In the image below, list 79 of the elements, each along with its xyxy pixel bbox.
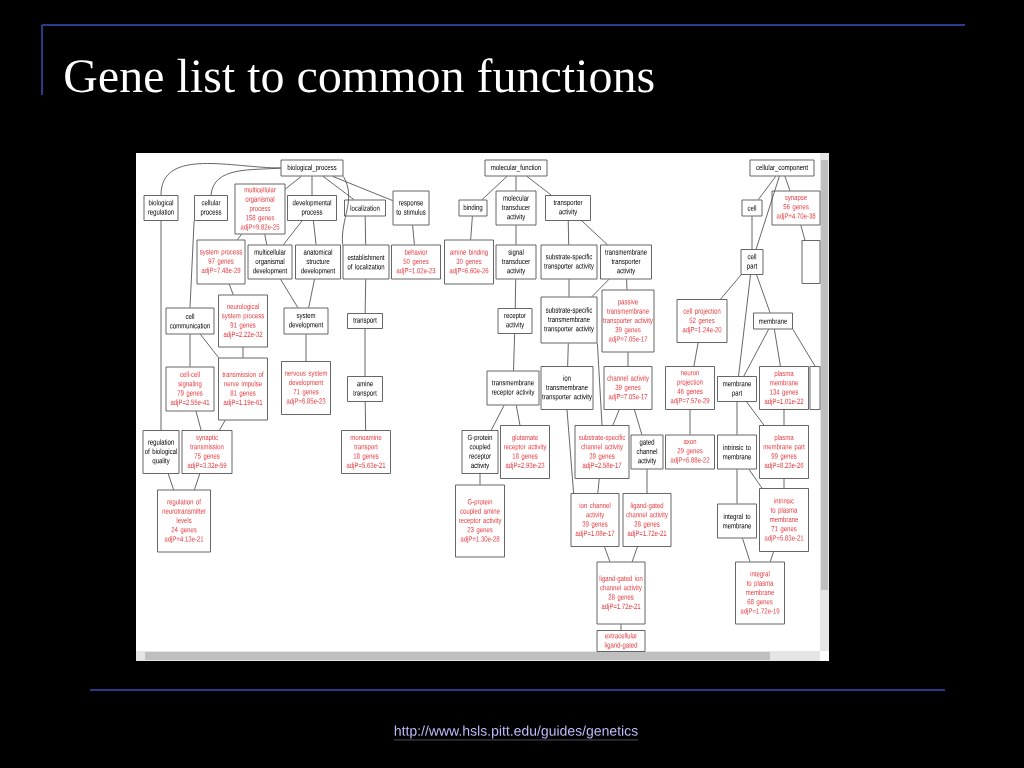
connector-line xyxy=(200,334,219,358)
connector-line xyxy=(194,473,201,490)
connector-line xyxy=(311,176,313,196)
connector-line xyxy=(626,279,628,290)
connector-line xyxy=(264,234,268,245)
connector-line xyxy=(526,176,552,196)
connector-line xyxy=(364,279,367,314)
connector-line xyxy=(689,409,691,435)
connector-line xyxy=(313,220,317,245)
connector-line xyxy=(332,176,393,201)
connector-line xyxy=(755,176,780,250)
connector-line xyxy=(736,469,738,504)
connector-line xyxy=(566,409,574,494)
connector-line xyxy=(567,343,569,367)
connector-line xyxy=(514,279,517,309)
term-box xyxy=(809,366,821,410)
connector-line xyxy=(342,176,349,245)
term-box xyxy=(801,240,821,284)
connector-line xyxy=(746,401,765,426)
connector-line xyxy=(167,473,174,490)
connector-line xyxy=(285,176,302,190)
connector-line xyxy=(160,220,162,431)
connector-line xyxy=(195,411,202,431)
connector-line xyxy=(210,167,281,196)
connector-line xyxy=(627,352,629,367)
connector-line xyxy=(597,343,603,426)
connector-line xyxy=(748,469,763,489)
connector-line xyxy=(567,220,570,245)
connector-line xyxy=(322,176,355,200)
connector-line xyxy=(631,546,638,562)
connector-line xyxy=(515,176,517,191)
title: Gene list to common functions xyxy=(65,58,654,93)
connector-line xyxy=(757,176,777,200)
connector-line xyxy=(237,234,242,240)
connector-line xyxy=(219,420,226,431)
connector-line xyxy=(743,329,769,377)
connector-line xyxy=(591,279,610,297)
web-link: http://www.hsls.pitt.edu/guides/genetics xyxy=(393,725,639,741)
connector-line xyxy=(189,334,191,367)
connector-line xyxy=(756,274,771,313)
connector-line xyxy=(612,409,620,426)
connector-line xyxy=(634,409,643,435)
connector-line xyxy=(769,551,774,562)
connector-line xyxy=(693,342,699,367)
connector-line xyxy=(283,220,303,245)
connector-line xyxy=(604,546,611,562)
connector-line xyxy=(305,334,307,362)
connector-line xyxy=(481,176,508,200)
connector-line xyxy=(751,216,753,250)
connector-line xyxy=(513,333,515,371)
connector-line xyxy=(228,284,234,295)
connector-line xyxy=(515,405,521,426)
connector-line xyxy=(783,478,785,489)
connector-line xyxy=(490,405,505,431)
connector-line xyxy=(568,279,570,297)
connector-line xyxy=(784,176,791,191)
connector-line xyxy=(800,225,806,241)
connector-line xyxy=(308,279,315,308)
connector-line xyxy=(364,328,366,377)
connector-line xyxy=(620,624,622,631)
connector-line xyxy=(189,220,195,308)
connector-line xyxy=(364,401,367,431)
connector-line xyxy=(783,409,785,426)
connector-line xyxy=(470,216,473,240)
connector-line xyxy=(774,329,781,367)
connector-line xyxy=(736,401,738,435)
connector-line xyxy=(280,279,299,308)
connector-line xyxy=(364,216,367,245)
connector-line xyxy=(581,220,608,245)
connector-line xyxy=(160,163,281,196)
connector-line xyxy=(720,274,742,300)
connector-line xyxy=(412,225,415,245)
connector-line xyxy=(515,225,517,245)
connector-line xyxy=(646,469,648,494)
connector-line xyxy=(738,274,751,377)
connector-line xyxy=(479,473,481,485)
connector-line xyxy=(742,538,751,562)
connector-line xyxy=(242,347,244,358)
connector-line xyxy=(597,478,600,494)
